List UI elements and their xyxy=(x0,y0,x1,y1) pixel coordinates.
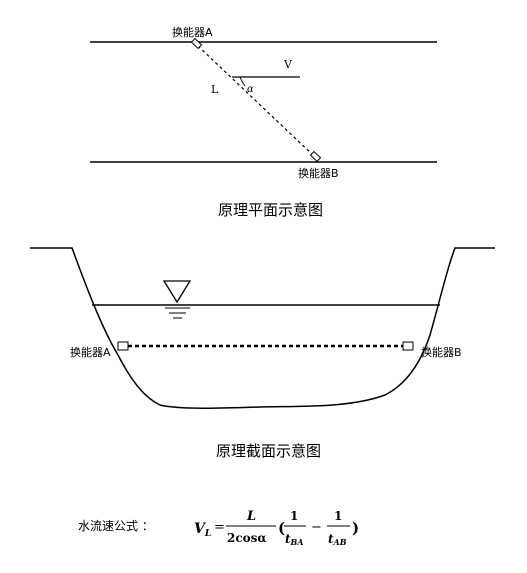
section-transducer-b-label: 换能器B xyxy=(421,345,462,359)
formula-numerator: L xyxy=(246,509,256,524)
transducer-a-marker xyxy=(190,37,203,50)
angle-alpha-label: α xyxy=(247,84,254,95)
formula-denominator: 2cosα xyxy=(227,531,267,545)
formula-label: 水流速公式 ： xyxy=(78,519,154,533)
formula-equals: = xyxy=(214,520,225,535)
section-transducer-a-label: 换能器A xyxy=(70,345,111,359)
angle-arc xyxy=(239,76,246,87)
formula-open-paren: ( xyxy=(278,519,285,537)
plan-transducer-a-label: 换能器A xyxy=(172,25,213,39)
formula-t-ba: tBA xyxy=(285,532,304,547)
formula-minus: − xyxy=(311,520,322,535)
plan-view: 换能器A 换能器B V L α 原理平面示意图 xyxy=(90,25,437,219)
channel-outline xyxy=(30,247,495,409)
path-length-label: L xyxy=(211,83,219,96)
formula-t-ab: tAB xyxy=(328,532,347,547)
plan-transducer-b-label: 换能器B xyxy=(298,166,339,180)
formula-one-a: 1 xyxy=(290,509,298,523)
formula-close-paren: ) xyxy=(352,519,359,537)
transducer-b-marker xyxy=(309,150,322,163)
formula-lhs: VL xyxy=(194,521,211,539)
plan-view-caption: 原理平面示意图 xyxy=(218,201,323,219)
section-view-caption: 原理截面示意图 xyxy=(216,442,321,460)
formula-one-b: 1 xyxy=(334,509,342,523)
velocity-label: V xyxy=(283,58,293,71)
section-transducer-b-marker xyxy=(402,341,414,351)
acoustic-path-dashed xyxy=(197,45,316,158)
section-transducer-a-marker xyxy=(117,341,129,351)
section-view: 换能器A 换能器B 原理截面示意图 xyxy=(30,247,495,460)
water-level-symbol xyxy=(162,280,192,304)
velocity-formula: 水流速公式 ： VL = L 2cosα ( 1 tBA − 1 tAB ) xyxy=(78,509,359,547)
